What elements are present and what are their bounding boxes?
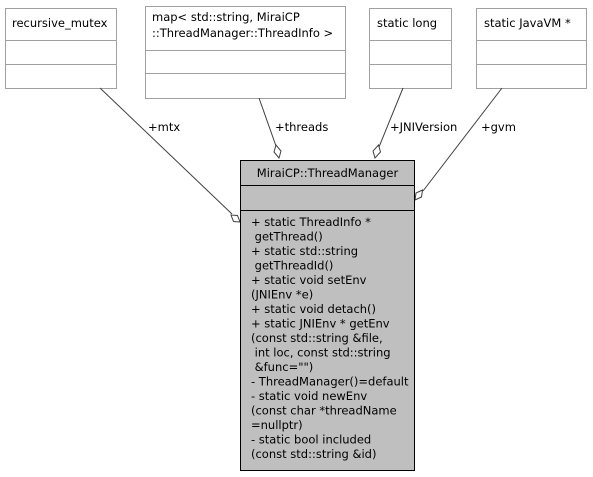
class-title-static-javavm: static JavaVM * xyxy=(484,16,571,30)
method-line: - static void newEnv xyxy=(251,389,367,403)
class-box-recursive-mutex: recursive_mutex xyxy=(5,8,117,89)
edge-jniversion: +JNIVersion xyxy=(372,87,457,159)
relation-label-threads: +threads xyxy=(275,120,328,134)
edge-threads: +threads xyxy=(258,97,328,160)
method-line: =nullptr) xyxy=(251,418,303,432)
method-line: + static JNIEnv * getEnv xyxy=(251,317,390,331)
method-list: + static ThreadInfo * getThread() + stat… xyxy=(251,215,409,461)
class-title-threadmanager: MiraiCP::ThreadManager xyxy=(257,166,399,180)
method-line: + static void setEnv xyxy=(251,273,367,287)
relation-label-mtx: +mtx xyxy=(148,120,180,134)
method-line: - ThreadManager()=default xyxy=(251,375,409,389)
method-line: + static std::string xyxy=(251,244,358,258)
method-line: - static bool included xyxy=(251,433,371,447)
method-line: &func="") xyxy=(251,360,313,374)
relation-label-gvm: +gvm xyxy=(481,120,516,134)
method-line: (const std::string &id) xyxy=(251,447,376,461)
method-line: int loc, const std::string xyxy=(251,346,391,360)
method-line: (const std::string &file, xyxy=(251,331,383,345)
class-box-threads-map: map< std::string, MiraiCP ::ThreadManage… xyxy=(145,6,346,99)
class-box-threadmanager: MiraiCP::ThreadManager + static ThreadIn… xyxy=(240,160,415,471)
edge-gvm: +gvm xyxy=(414,87,516,201)
class-box-static-long: static long xyxy=(369,8,452,89)
class-title-threads-map-line1: map< std::string, MiraiCP xyxy=(152,10,300,24)
method-line: (const char *threadName xyxy=(251,404,397,418)
method-line: getThread() xyxy=(251,230,323,244)
class-title-recursive-mutex: recursive_mutex xyxy=(12,16,108,30)
class-title-static-long: static long xyxy=(377,16,437,30)
relation-label-jniversion: +JNIVersion xyxy=(390,120,457,134)
class-title-threads-map-line2: ::ThreadManager::ThreadInfo > xyxy=(152,26,333,40)
method-line: (JNIEnv *e) xyxy=(251,288,313,302)
method-line: + static ThreadInfo * xyxy=(251,215,371,229)
method-line: getThreadId() xyxy=(251,259,333,273)
edge-mtx: +mtx xyxy=(99,87,241,223)
class-box-static-javavm: static JavaVM * xyxy=(476,8,587,89)
method-line: + static void detach() xyxy=(251,302,376,316)
